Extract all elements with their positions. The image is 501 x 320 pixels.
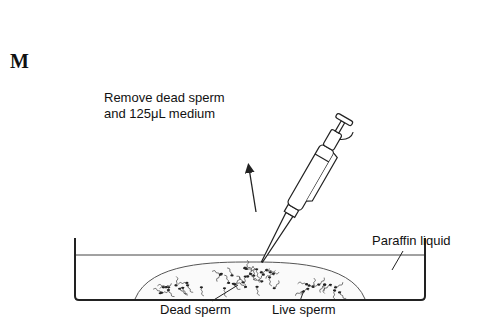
leader-line	[300, 290, 304, 301]
sperm-tail	[267, 268, 276, 272]
leader-line	[392, 251, 403, 270]
sperm-tail	[253, 279, 261, 283]
sperm-tail	[183, 287, 188, 295]
sperm-cells	[153, 260, 346, 299]
action-note: Remove dead sperm and 125μL medium	[104, 90, 242, 122]
sperm-tail	[157, 284, 165, 288]
medium-droplet	[135, 262, 365, 299]
sperm-tail	[273, 280, 279, 287]
sperm-tail	[245, 260, 249, 268]
sperm-tail	[201, 287, 204, 296]
sperm-tail	[234, 277, 240, 284]
part-label: Live sperm	[272, 302, 336, 318]
sperm-tail	[188, 285, 193, 293]
sperm-tail	[259, 275, 265, 282]
part-label: Dead sperm	[160, 302, 231, 318]
sperm-tail	[266, 274, 274, 279]
paraffin-surface	[76, 255, 424, 256]
sperm-tail	[237, 283, 245, 288]
sperm-tail	[256, 269, 259, 278]
sperm-tail	[252, 267, 254, 276]
sperm-tail	[320, 286, 326, 293]
part-label: Paraffin liquid	[372, 233, 451, 249]
sperm-tail	[333, 291, 336, 300]
sperm-tail	[244, 277, 247, 286]
pipette	[254, 113, 358, 269]
sperm-tail	[175, 276, 178, 285]
sperm-tail	[309, 284, 318, 286]
leader-line	[212, 285, 238, 301]
sperm-tail	[323, 285, 326, 294]
sperm-tail	[227, 268, 232, 276]
sperm-tail	[335, 282, 343, 287]
sperm-tail	[298, 282, 307, 286]
sperm-tail	[163, 283, 171, 287]
sperm-tail	[212, 271, 220, 276]
sperm-tail	[318, 278, 325, 284]
sperm-tail	[324, 286, 331, 292]
sperm-tail	[160, 290, 169, 293]
sperm-tail	[269, 277, 272, 286]
panel-letter: M	[10, 50, 29, 72]
sperm-tail	[224, 275, 228, 283]
sperm-tail	[257, 287, 260, 296]
direction-arrow	[249, 168, 256, 212]
sperm-tail	[169, 289, 175, 296]
sperm-tail	[178, 282, 187, 284]
sperm-tail	[340, 291, 346, 298]
